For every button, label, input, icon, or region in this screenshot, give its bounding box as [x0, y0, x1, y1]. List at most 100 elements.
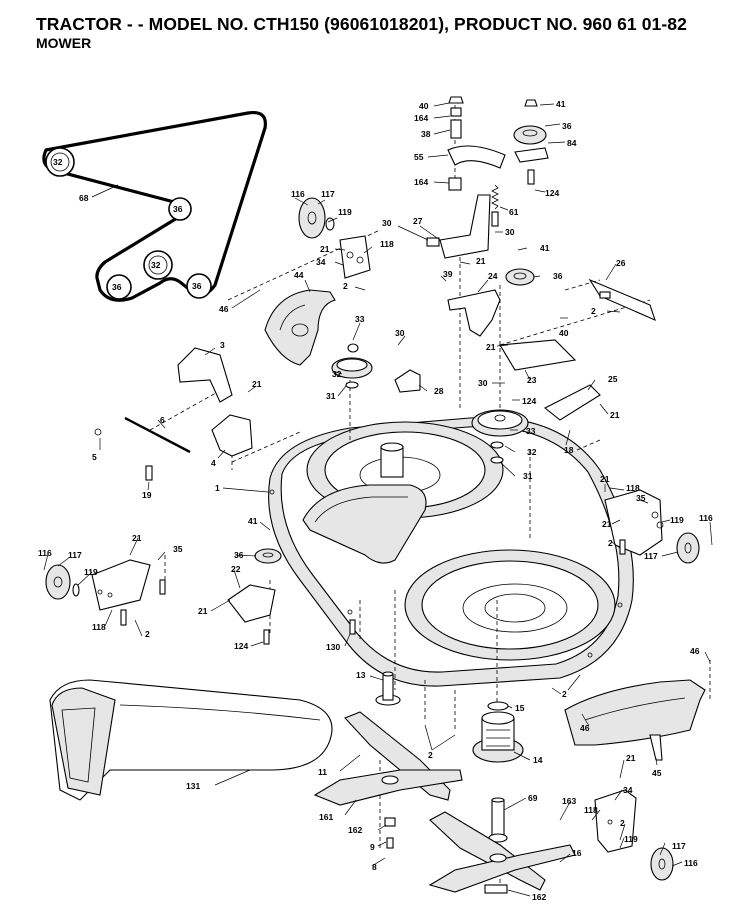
callout-55: 55 [414, 152, 424, 162]
callout-6: 6 [160, 415, 165, 425]
callout-36: 36 [553, 271, 563, 281]
callout-27: 27 [413, 216, 423, 226]
callout-1: 1 [215, 483, 220, 493]
callout-44: 44 [294, 270, 304, 280]
pulley-36-bottom [186, 273, 212, 299]
callout-21: 21 [486, 342, 496, 352]
callout-28: 28 [434, 386, 444, 396]
callout-19: 19 [142, 490, 152, 500]
callout-40: 40 [419, 101, 429, 111]
callout-39: 39 [443, 269, 453, 279]
left-spindle [375, 671, 524, 763]
belt-routing-diagram: 32 36 32 36 36 68 [42, 110, 267, 302]
callout-18: 18 [564, 445, 574, 455]
callout-41: 41 [556, 99, 566, 109]
right-blade [428, 797, 576, 894]
left-blade [313, 711, 463, 849]
callout-22: 22 [231, 564, 241, 574]
callout-34: 34 [623, 785, 633, 795]
callout-162: 162 [348, 825, 362, 835]
callout-35: 35 [173, 544, 183, 554]
callout-131: 131 [186, 781, 200, 791]
callout-124: 124 [522, 396, 536, 406]
callout-41: 41 [248, 516, 258, 526]
callout-25: 25 [608, 374, 618, 384]
callout-31: 31 [326, 391, 336, 401]
callout-5: 5 [92, 452, 97, 462]
callout-2: 2 [608, 538, 613, 548]
discharge-chute [49, 679, 333, 801]
callout-164: 164 [414, 113, 428, 123]
pulley-label: 32 [151, 260, 161, 270]
callout-32: 32 [527, 447, 537, 457]
side-bracket-left [45, 559, 166, 626]
idler-arm-assembly [426, 96, 656, 464]
left-idler-assembly [94, 197, 421, 481]
callout-30: 30 [505, 227, 515, 237]
callout-32: 32 [332, 369, 342, 379]
callout-45: 45 [652, 768, 662, 778]
callout-46: 46 [690, 646, 700, 656]
callout-36: 36 [234, 550, 244, 560]
callout-labels: 40 164 38 55 164 41 36 84 124 6 1 116 117… [38, 99, 713, 902]
callout-2: 2 [620, 818, 625, 828]
callout-164: 164 [414, 177, 428, 187]
callout-33: 33 [526, 426, 536, 436]
callout-33: 33 [355, 314, 365, 324]
callout-2: 2 [343, 281, 348, 291]
gauge-wheel-mount [227, 548, 356, 645]
callout-16: 16 [572, 848, 582, 858]
callout-31: 31 [523, 471, 533, 481]
leader-lines [43, 102, 713, 897]
callout-2: 2 [145, 629, 150, 639]
callout-124: 124 [545, 188, 559, 198]
callout-13: 13 [356, 670, 366, 680]
callout-21: 21 [600, 474, 610, 484]
callout-116: 116 [699, 513, 713, 523]
callout-119: 119 [670, 515, 684, 525]
callout-21: 21 [626, 753, 636, 763]
callout-162: 162 [532, 892, 546, 902]
callout-38: 38 [421, 129, 431, 139]
callout-21: 21 [602, 519, 612, 529]
callout-15: 15 [515, 703, 525, 713]
callout-23: 23 [527, 375, 537, 385]
callout-130: 130 [326, 642, 340, 652]
callout-30: 30 [395, 328, 405, 338]
callout-46: 46 [219, 304, 229, 314]
side-bracket-right [604, 489, 700, 564]
callout-3: 3 [220, 340, 225, 350]
pulley-36-left [106, 274, 132, 300]
callout-117: 117 [68, 550, 82, 560]
callout-2: 2 [428, 750, 433, 760]
callout-11: 11 [318, 767, 327, 777]
callout-21: 21 [198, 606, 208, 616]
callout-118: 118 [626, 483, 640, 493]
callout-26: 26 [616, 258, 626, 268]
pulley-36-right [168, 197, 192, 221]
pulley-label: 36 [173, 204, 183, 214]
callout-117: 117 [321, 189, 335, 199]
callout-84: 84 [567, 138, 577, 148]
callout-24: 24 [488, 271, 498, 281]
callout-116: 116 [38, 548, 52, 558]
callout-9: 9 [370, 842, 375, 852]
callout-116: 116 [291, 189, 305, 199]
callout-118: 118 [584, 805, 598, 815]
callout-36: 36 [562, 121, 572, 131]
callout-69: 69 [528, 793, 538, 803]
callout-2: 2 [562, 689, 567, 699]
callout-117: 117 [644, 551, 658, 561]
pulley-32-top [45, 147, 75, 177]
callout-119: 119 [84, 567, 98, 577]
callout-21: 21 [610, 410, 620, 420]
callout-21: 21 [252, 379, 262, 389]
callout-46: 46 [580, 723, 590, 733]
callout-30: 30 [382, 218, 392, 228]
pulley-label: 36 [112, 282, 122, 292]
mower-deck [268, 416, 634, 687]
callout-163: 163 [562, 796, 576, 806]
callout-34: 34 [316, 257, 326, 267]
page-title: TRACTOR - - MODEL NO. CTH150 (9606101820… [36, 14, 687, 34]
